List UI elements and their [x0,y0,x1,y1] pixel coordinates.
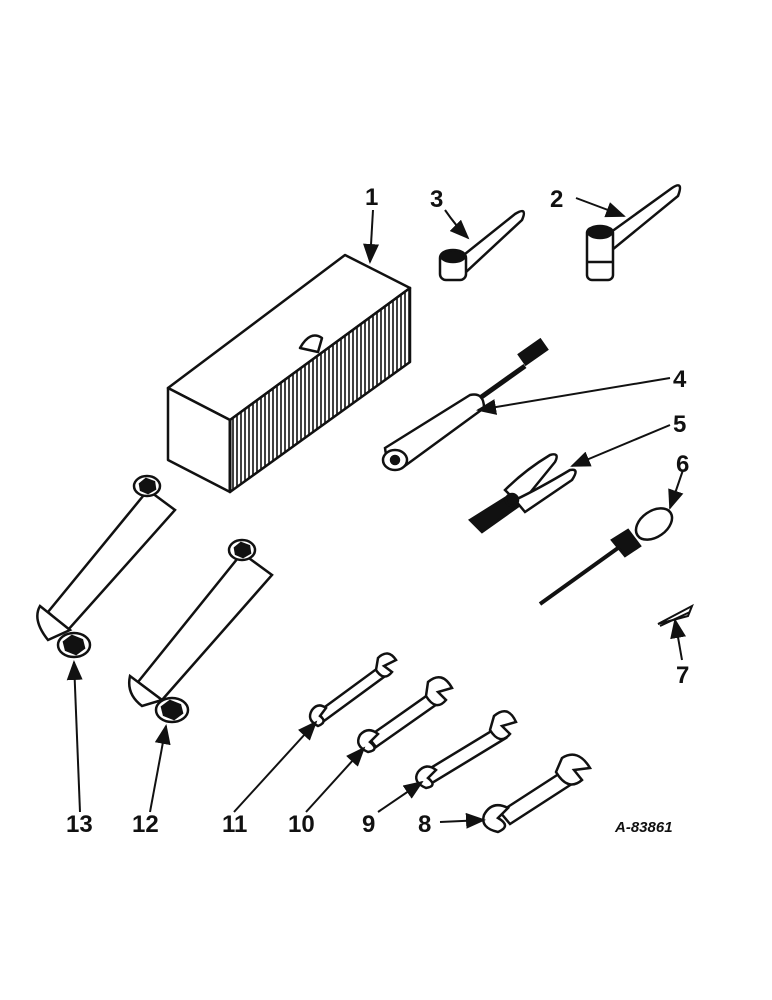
leader-13 [66,660,83,813]
open-end-wrench-4 [308,652,398,728]
leader-2 [575,197,626,218]
callout-11: 11 [222,811,247,838]
figure-reference: A-83861 [614,819,673,836]
grease-gun [381,337,549,472]
leader-8 [439,812,486,829]
callout-5: 5 [673,411,686,438]
offset-socket-wrench-2 [36,474,177,659]
callout-8: 8 [418,811,431,838]
leader-4 [476,377,671,415]
leader-arrows [66,197,686,829]
leader-12 [149,724,171,813]
callout-12: 12 [132,811,159,838]
leader-11 [233,720,318,813]
offset-socket-wrench-1 [128,538,274,724]
callout-3: 3 [430,186,443,213]
leader-9 [377,780,424,813]
open-end-wrench-3 [357,675,454,754]
callout-2: 2 [550,186,563,213]
leader-7 [670,618,686,661]
tool-box [166,253,412,494]
callout-numbers: 1 2 3 4 5 6 7 8 9 10 11 12 13 [66,184,689,838]
open-end-wrench-2 [415,709,518,790]
spark-plug-wrench-large [585,184,682,282]
callout-7: 7 [676,662,689,689]
leader-10 [305,746,366,813]
callout-13: 13 [66,811,93,838]
callout-4: 4 [673,366,687,393]
screwdriver [538,507,674,606]
callout-9: 9 [362,811,375,838]
open-end-wrench-1 [482,753,593,834]
callout-1: 1 [365,184,378,211]
pliers [468,453,577,534]
leader-1 [363,209,380,264]
callout-10: 10 [288,811,315,838]
spark-plug-wrench-small [438,209,526,282]
callout-6: 6 [676,451,689,478]
leader-5 [570,424,671,467]
leader-6 [668,469,684,510]
leader-3 [444,209,470,240]
